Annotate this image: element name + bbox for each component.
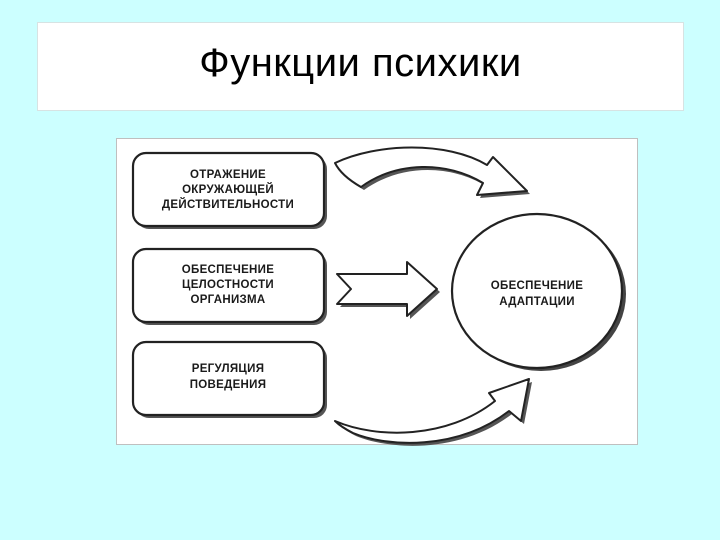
diagram: ОТРАЖЕНИЕ ОКРУЖАЮЩЕЙ ДЕЙСТВИТЕЛЬНОСТИ ОБ… xyxy=(116,138,638,446)
box2-line2: ЦЕЛОСТНОСТИ xyxy=(182,279,274,291)
curved-arrow-top xyxy=(334,146,530,198)
circle-line1: ОБЕСПЕЧЕНИЕ xyxy=(491,280,583,292)
curved-arrow-bottom xyxy=(334,378,532,446)
box3-line1: РЕГУЛЯЦИЯ xyxy=(192,363,265,375)
circle-line2: АДАПТАЦИИ xyxy=(499,296,575,308)
box1-line2: ОКРУЖАЮЩЕЙ xyxy=(182,183,274,196)
box2-line3: ОРГАНИЗМА xyxy=(190,294,265,306)
function-box-reflection: ОТРАЖЕНИЕ ОКРУЖАЮЩЕЙ ДЕЙСТВИТЕЛЬНОСТИ xyxy=(131,151,327,229)
title-box: Функции психики xyxy=(37,22,684,111)
box3-line2: ПОВЕДЕНИЯ xyxy=(190,379,267,391)
slide-title: Функции психики xyxy=(199,41,522,85)
box1-line3: ДЕЙСТВИТЕЛЬНОСТИ xyxy=(162,198,294,211)
box1-line1: ОТРАЖЕНИЕ xyxy=(190,169,266,181)
straight-arrow-middle xyxy=(336,261,440,319)
function-box-regulation: РЕГУЛЯЦИЯ ПОВЕДЕНИЯ xyxy=(131,340,327,418)
adaptation-circle: ОБЕСПЕЧЕНИЕ АДАПТАЦИИ xyxy=(450,212,626,371)
function-box-integrity: ОБЕСПЕЧЕНИЕ ЦЕЛОСТНОСТИ ОРГАНИЗМА xyxy=(131,247,327,325)
diagram-canvas: ОТРАЖЕНИЕ ОКРУЖАЮЩЕЙ ДЕЙСТВИТЕЛЬНОСТИ ОБ… xyxy=(131,146,626,446)
box2-line1: ОБЕСПЕЧЕНИЕ xyxy=(182,264,274,276)
